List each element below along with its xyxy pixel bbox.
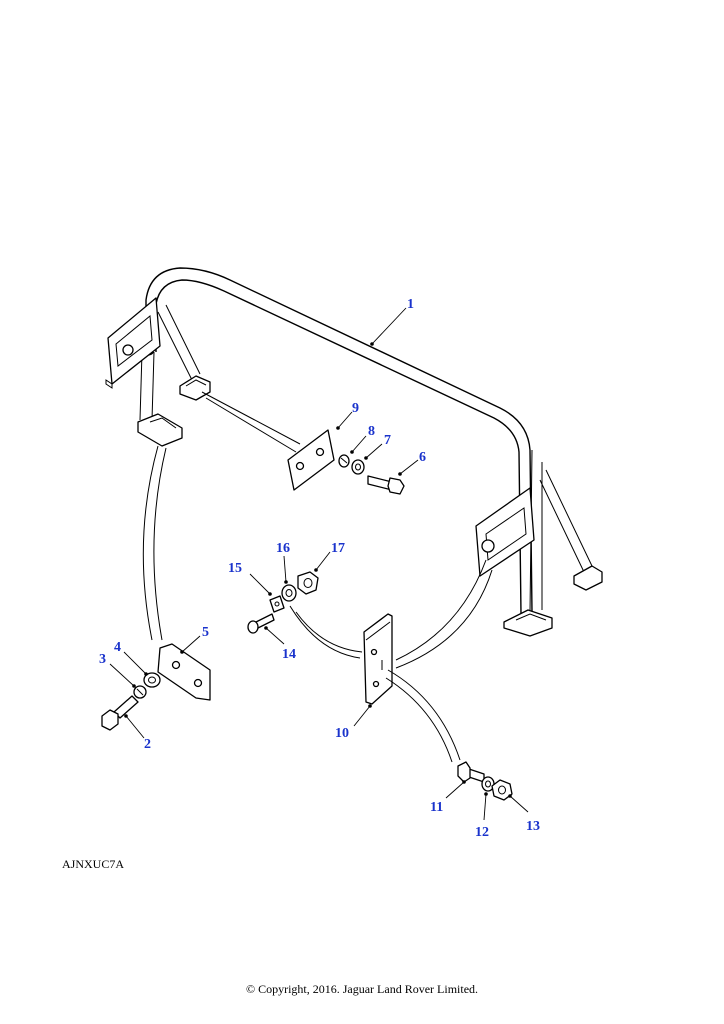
callout-14[interactable]: 14 (264, 626, 296, 662)
svg-text:2: 2 (144, 737, 151, 752)
bolt-11 (457, 761, 485, 783)
flat-washer-4 (143, 672, 161, 688)
callout-17[interactable]: 17 (314, 541, 345, 572)
svg-text:7: 7 (384, 433, 391, 448)
callout-2[interactable]: 2 (124, 714, 151, 752)
svg-text:17: 17 (331, 541, 345, 556)
flat-washer-7 (351, 459, 365, 475)
spring-washer-8 (338, 454, 350, 468)
callout-8[interactable]: 8 (350, 424, 375, 454)
washer-16 (281, 584, 297, 602)
callout-13[interactable]: 13 (508, 794, 540, 834)
roll-bar-hoop (105, 267, 603, 637)
callout-15[interactable]: 15 (228, 561, 272, 596)
svg-text:11: 11 (430, 800, 443, 815)
callout-9[interactable]: 9 (336, 401, 359, 430)
svg-text:8: 8 (368, 424, 375, 439)
callout-4[interactable]: 4 (114, 640, 148, 676)
svg-text:14: 14 (282, 647, 296, 662)
mounting-plate-5 (157, 643, 211, 701)
svg-text:15: 15 (228, 561, 242, 576)
mounting-plate-9 (287, 429, 335, 491)
callout-6[interactable]: 6 (398, 450, 426, 476)
copyright-notice: © Copyright, 2016. Jaguar Land Rover Lim… (245, 982, 479, 996)
svg-text:12: 12 (475, 825, 489, 840)
assembly-guide-lines (142, 391, 493, 763)
callout-11[interactable]: 11 (430, 780, 466, 815)
svg-text:13: 13 (526, 819, 540, 834)
bracket-10 (363, 613, 393, 705)
callout-5[interactable]: 5 (180, 625, 209, 654)
nut-13 (491, 779, 513, 801)
callout-7[interactable]: 7 (364, 433, 391, 460)
callout-10[interactable]: 10 (335, 704, 372, 741)
callout-12[interactable]: 12 (475, 792, 489, 840)
svg-text:5: 5 (202, 625, 209, 640)
svg-text:1: 1 (407, 297, 414, 312)
svg-text:3: 3 (99, 652, 106, 667)
spring-washer-3 (133, 685, 147, 699)
bolt-2 (101, 695, 139, 731)
callout-1[interactable]: 1 (370, 297, 414, 346)
svg-text:16: 16 (276, 541, 290, 556)
svg-text:4: 4 (114, 640, 121, 655)
bolt-6 (367, 475, 405, 495)
figure-code: AJNXUC7A (62, 857, 125, 871)
svg-text:6: 6 (419, 450, 426, 465)
svg-text:10: 10 (335, 726, 349, 741)
nut-17 (297, 571, 319, 595)
svg-text:9: 9 (352, 401, 359, 416)
square-nut-15 (269, 595, 285, 613)
callout-16[interactable]: 16 (276, 541, 290, 584)
bolt-14 (247, 613, 275, 634)
callout-3[interactable]: 3 (99, 652, 136, 688)
